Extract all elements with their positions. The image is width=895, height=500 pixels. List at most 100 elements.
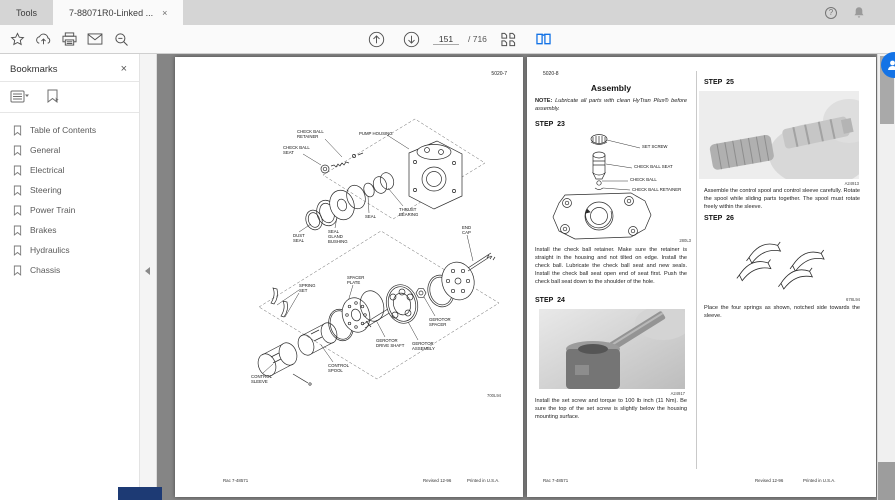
step-25-photo — [699, 91, 859, 179]
collapse-left-arrow-icon — [145, 267, 150, 275]
tab-document[interactable]: 7-88071R0-Linked ... × — [53, 0, 184, 25]
spool-sleeve-photo — [699, 91, 859, 179]
tab-tools-label: Tools — [16, 7, 38, 18]
help-icon[interactable]: ? — [825, 6, 837, 19]
part-label-seal: SEAL — [365, 214, 376, 219]
bookmark-icon — [13, 185, 22, 196]
label-set-screw: SET SCREW — [642, 144, 668, 149]
sidebar-collapse-handle[interactable] — [140, 54, 157, 500]
footer-revised: Revised 12-96 — [423, 478, 452, 483]
step-23-heading: STEP 23 — [535, 121, 565, 128]
bookmark-icon — [13, 125, 22, 136]
figure-code: A24913 — [844, 181, 859, 186]
bookmark-item-table-of-contents[interactable]: Table of Contents — [0, 120, 139, 140]
page-down-button[interactable] — [398, 27, 424, 51]
print-button[interactable] — [56, 27, 82, 51]
note-label: NOTE: — [535, 98, 553, 104]
bookmark-item-general[interactable]: General — [0, 140, 139, 160]
bookmark-icon — [13, 225, 22, 236]
bookmark-label: Hydraulics — [30, 245, 70, 255]
bookmarks-close-icon[interactable]: × — [120, 63, 127, 75]
part-label-spacer-plate: SPACER PLATE — [347, 275, 365, 286]
bookmark-icon — [13, 145, 22, 156]
bookmark-label: Table of Contents — [30, 125, 97, 135]
step-25-heading: STEP 25 — [704, 79, 734, 86]
toolbar: / 716 — [0, 25, 895, 78]
bookmark-item-hydraulics[interactable]: Hydraulics — [0, 240, 139, 260]
label-check-ball-seat: CHECK BALL SEAT — [634, 164, 673, 169]
vertical-scrollbar[interactable] — [877, 54, 895, 500]
email-button[interactable] — [82, 27, 108, 51]
exploded-pump-diagram — [257, 118, 500, 386]
bookmark-label: General — [30, 145, 61, 155]
part-label-gerotor-assembly: GEROTOR ASSEMBLY — [412, 341, 435, 352]
share-button[interactable] — [881, 52, 895, 78]
bookmark-icon — [13, 265, 22, 276]
page-navigation-group: / 716 — [363, 25, 557, 53]
bookmark-label: Electrical — [30, 165, 65, 175]
bottom-left-blue-fragment — [118, 487, 162, 500]
tabbar-right-icons: ? — [825, 0, 895, 25]
expand-current-bookmark-icon[interactable] — [46, 89, 60, 104]
document-scroll-area[interactable]: 5020-7 — [157, 54, 895, 500]
step-26-body: Place the four springs as shown, notched… — [704, 305, 860, 319]
scrollbar-corner — [878, 462, 895, 500]
label-check-ball: CHECK BALL — [630, 177, 657, 182]
step-26-figure — [732, 225, 860, 297]
footer-doc-number: Rac 7-48571 — [543, 478, 569, 483]
bookmarks-title: Bookmarks — [10, 63, 58, 75]
column-divider — [696, 71, 697, 469]
bookmark-label: Chassis — [30, 265, 61, 275]
part-label-end-cap: END CAP — [462, 225, 472, 236]
page-number: 5020-7 — [491, 71, 507, 77]
zoom-search-icon[interactable] — [108, 27, 134, 51]
part-label-gerotor-spacer: GEROTOR SPACER — [429, 317, 451, 328]
bookmark-item-power-train[interactable]: Power Train — [0, 200, 139, 220]
two-page-view-icon[interactable] — [531, 27, 557, 51]
bookmark-label: Brakes — [30, 225, 57, 235]
step-26-heading: STEP 26 — [704, 215, 734, 222]
part-label-control-sleeve: CONTROL SLEEVE — [251, 374, 273, 385]
bookmark-icon — [13, 205, 22, 216]
bookmarks-toolbar — [0, 82, 139, 113]
torque-wrench-photo — [539, 309, 685, 389]
part-label-check-ball-seat: CHECK BALL SEAT — [283, 145, 310, 156]
section-title: Assembly — [590, 83, 632, 93]
notifications-bell-icon[interactable] — [853, 6, 865, 19]
step-23-body: Install the check ball retainer. Make su… — [535, 247, 687, 285]
bookmark-item-steering[interactable]: Steering — [0, 180, 139, 200]
step-23-figure: SET SCREW CHECK BALL SEAT CHECK BALL CHE… — [535, 131, 693, 243]
step-24-body: Install the set screw and torque to 100 … — [535, 398, 687, 420]
tab-bar: Tools 7-88071R0-Linked ... × ? — [0, 0, 895, 25]
bookmark-item-electrical[interactable]: Electrical — [0, 160, 139, 180]
part-label-spring-set: SPRING SET — [299, 283, 316, 294]
cloud-upload-button[interactable] — [30, 27, 56, 51]
main-area: Bookmarks × Table of Contents General — [0, 54, 895, 500]
figure-code: 678L94 — [846, 297, 860, 302]
tab-close-icon[interactable]: × — [162, 7, 168, 18]
part-label-pump-housing: PUMP HOUSING — [359, 131, 393, 136]
step-25-body: Assemble the control spool and control s… — [704, 188, 860, 210]
figure-code: 280L3 — [679, 238, 691, 243]
tab-tools[interactable]: Tools — [0, 0, 53, 25]
bookmarks-options-icon[interactable] — [10, 90, 30, 103]
star-favorite-button[interactable] — [4, 27, 30, 51]
label-check-ball-retainer: CHECK BALL RETAINER — [632, 187, 682, 192]
bookmark-icon — [13, 165, 22, 176]
part-label-thrust-bearing: THRUST BEARING — [399, 207, 419, 218]
page-up-button[interactable] — [363, 27, 389, 51]
page-total-label: / 716 — [468, 34, 487, 44]
note-text: Lubricate all parts with clean HyTran Pl… — [535, 98, 687, 112]
bookmark-label: Steering — [30, 185, 62, 195]
bookmark-item-chassis[interactable]: Chassis — [0, 260, 139, 280]
page-5020-7: 5020-7 — [175, 57, 523, 497]
bookmarks-panel: Bookmarks × Table of Contents General — [0, 54, 140, 500]
figure-code: A24917 — [670, 391, 685, 396]
page-grid-icon[interactable] — [496, 27, 522, 51]
page-number-input[interactable] — [433, 33, 459, 45]
bookmark-item-brakes[interactable]: Brakes — [0, 220, 139, 240]
part-label-seal-gland-bushing: SEAL GLAND BUSHING — [328, 229, 348, 245]
footer-printed: Printed in U.S.A. — [803, 478, 836, 483]
springs-diagram — [736, 241, 825, 290]
